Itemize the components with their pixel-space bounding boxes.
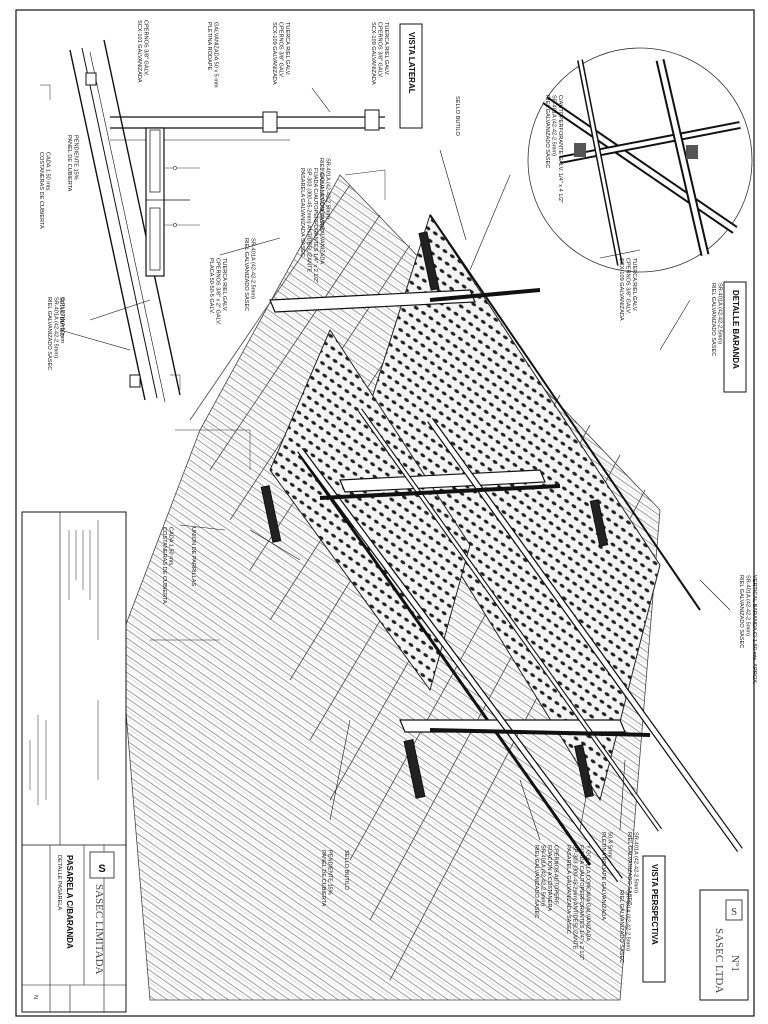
label-persp-sello-butilo: SELLO BUTILO xyxy=(343,850,349,890)
label-riel-bottom: RIEL GALVANIZADO SASEC SR-401A (42-42-2.… xyxy=(46,297,65,372)
title-block-drawing-title: PASARELA C/BARANDA xyxy=(65,855,74,949)
label-pasarela-lateral: PASARELA GALVANIZADA SASEC SP-303 (300-4… xyxy=(299,168,325,285)
sheet-brand: SASEC LTDA xyxy=(713,928,725,993)
walkway-grating xyxy=(364,213,661,802)
title-block-sheet-letter: N xyxy=(32,995,38,999)
label-riel-sr401a: RIEL GALVANIZADO SASEC SR-401A (42-42-2.… xyxy=(318,158,331,233)
label-pletina-rodape: PLETINA RODAPE GALVANIZADA 50 x 5 mm xyxy=(206,22,219,88)
label-persp-pletina-rodape: PLETINA RODAPE GALVANIZADA 50 X 5mm xyxy=(600,832,613,921)
perspective-view xyxy=(119,169,743,1001)
label-costaneras-lateral: COSTANERAS DE CUBIERTA CADA 1.50 mts. xyxy=(38,152,51,230)
label-persp-riel-fijacion: RIEL GALVANIZADO SASEC SR-401A (42-42-2.… xyxy=(533,845,559,920)
label-detail-riel-autoperf: RIEL GALVANIZADO SASEC SR-401A (42-42-2.… xyxy=(544,95,563,203)
title-vista-perspectiva: VISTA PERSPECTIVA xyxy=(650,864,659,945)
lateral-view xyxy=(40,39,385,403)
label-persp-riel-mid: RIEL GALVANIZADO SASEC SR-401A (42-42-2.… xyxy=(618,890,631,965)
sheet-number-box: S SASEC LTDA Nº1 xyxy=(699,889,749,1001)
logo-s-mark: S xyxy=(731,906,737,918)
title-block-company: SASEC LIMITADA xyxy=(93,884,105,975)
label-panel-cubierta-lateral: PANEL DE CUBIERTA PENDIENTE 15% xyxy=(66,135,79,193)
title-detalle-box: DETALLE BARANDA xyxy=(723,281,747,393)
title-block-logo-mark: S xyxy=(98,863,105,875)
sheet-number: Nº1 xyxy=(729,955,741,972)
label-sello-butilo-bottom: SELLO BUTILO xyxy=(58,297,64,337)
label-persp-costaneras: COSTANERAS DE CUBIERTA CADA 1.50 mts. xyxy=(161,527,174,605)
title-block: S SASEC LIMITADA PASARELA C/BARANDA DETA… xyxy=(21,511,127,1013)
title-vista-lateral: VISTA LATERAL xyxy=(407,32,416,94)
detail-circle xyxy=(527,47,753,273)
label-riel-sr401a-b: RIEL GALVANIZADO SASEC SR-401A (42-42-2.… xyxy=(243,238,256,313)
label-sello-butilo-top: SELLO BUTILO xyxy=(454,96,460,136)
label-persp-riel-vertical: RIEL GALVANIZADO SASEC SR-401A (42-42-2.… xyxy=(738,575,757,685)
leader-lines xyxy=(59,87,731,841)
label-detail-scx109: SCX-109 GALVANIZADA CPERNOS 3/8" GALV. T… xyxy=(618,258,637,322)
label-detail-riel-right: RIEL GALVANIZADO SASEC SR-401A (42-42-2.… xyxy=(710,283,723,358)
label-scx101: SCX-101 GALVANIZADA CPERNOS 3/8" GALV. xyxy=(136,20,149,84)
walkway-grating-2 xyxy=(269,328,471,692)
title-detalle-baranda: DETALLE BARANDA xyxy=(731,290,740,369)
label-placa: PLACA 50-50-5 GALV. CPERNOS 3/8" x 2" GA… xyxy=(208,258,227,327)
sheet-border xyxy=(15,9,755,1017)
title-block-drawing-subtitle: DETALLE PASARELA xyxy=(56,855,62,910)
label-persp-union-parrillas: UNION DE PARRILLAS xyxy=(190,527,196,587)
label-persp-riel-top: RIEL GALVANIZADO SASEC SR-401A (42-42-2.… xyxy=(626,832,639,907)
label-persp-panel: PANEL DE CUBIERTA PENDIENTE 15% xyxy=(320,850,333,908)
label-persp-pasarela: PASARELA GALVANIZADA SASEC SP-303 (300-4… xyxy=(565,845,591,962)
title-perspectiva-box: VISTA PERSPECTIVA xyxy=(642,855,666,983)
title-vista-lateral-box: VISTA LATERAL xyxy=(399,23,423,129)
label-scx109-mid: SCX-109 GALVANIZADA CPERNOS 3/8" GALV. T… xyxy=(271,22,290,86)
label-scx109-top: SCX-109 GALVANIZADA CPERNOS 3/8" GALV. T… xyxy=(370,22,389,86)
